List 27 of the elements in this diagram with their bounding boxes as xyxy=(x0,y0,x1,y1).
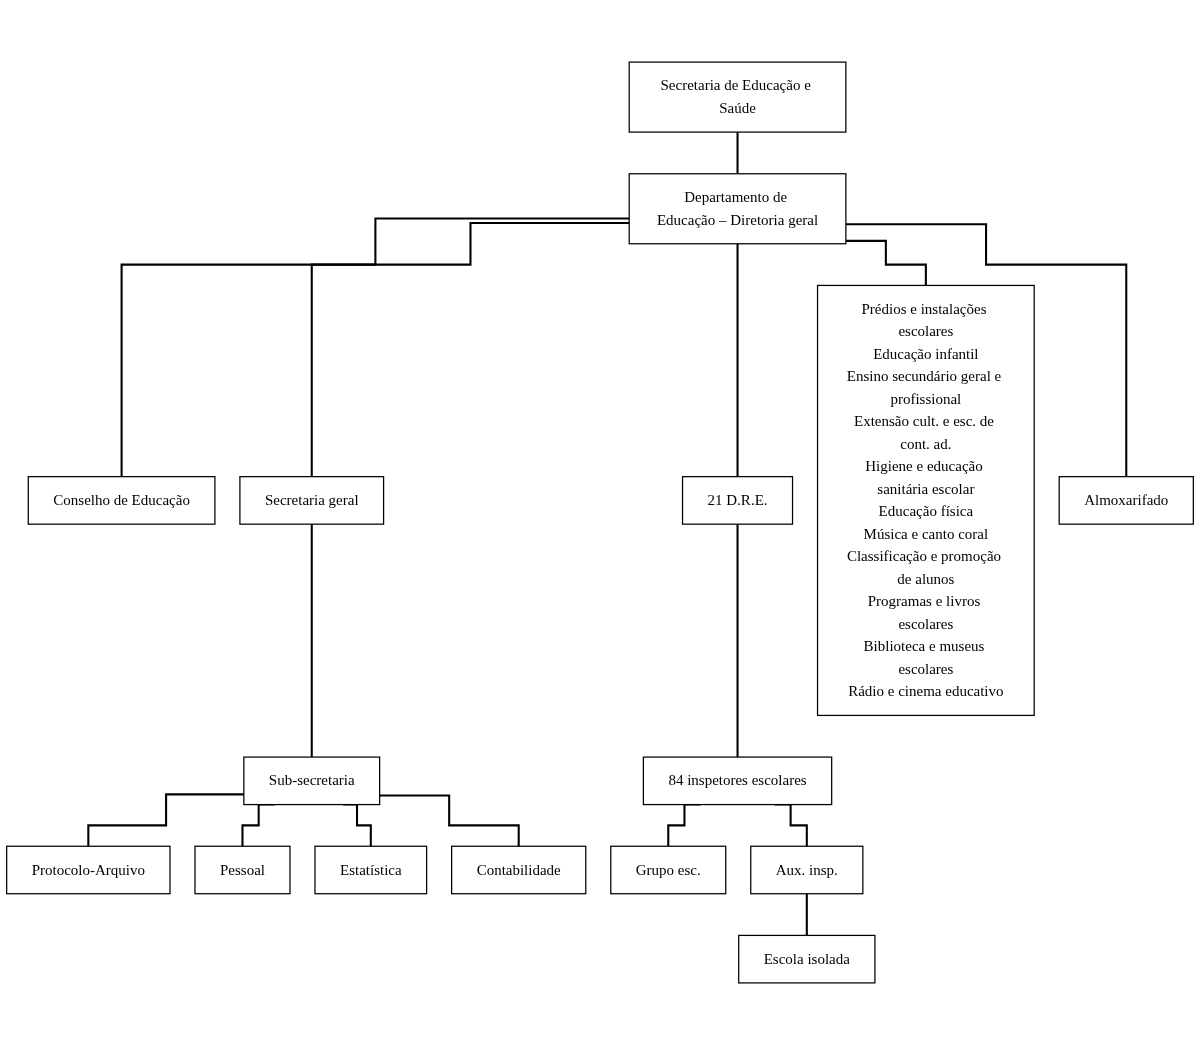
connector xyxy=(845,223,1128,478)
connector xyxy=(310,523,313,759)
connector xyxy=(310,221,630,478)
node-box: Secretaria de Educação e Saúde xyxy=(628,61,847,133)
node-box: Departamento de Educação – Diretoria geral xyxy=(628,173,847,245)
connector xyxy=(379,794,520,848)
connector xyxy=(805,892,808,937)
node-box: Estatística xyxy=(314,845,428,895)
node-box: Conselho de Educação xyxy=(27,476,216,525)
node-box: Grupo esc. xyxy=(610,845,727,895)
connector xyxy=(736,131,739,175)
node-box: 84 inspetores escolares xyxy=(642,756,833,806)
node-box: Sub-secretaria xyxy=(243,756,381,806)
connector xyxy=(87,793,244,848)
node-box: Aux. insp. xyxy=(750,845,864,895)
node-box: Pessoal xyxy=(194,845,291,895)
node-box: 21 D.R.E. xyxy=(681,476,794,525)
node-box: Escola isolada xyxy=(738,934,876,984)
connector xyxy=(736,523,739,759)
node-box: Protocolo-Arquivo xyxy=(6,845,171,895)
node-box: Contabilidade xyxy=(451,845,587,895)
node-box: Prédios e instalações escolares Educação infantil Ensino secundário geral e profissional Extensão cult. e esc. de cont. ad. Higiene e educação sanitária escolar Educação física Música e canto coral Classificação e promoção de alunos Programas e livros escolares Biblioteca e museus escolares Rádio e cinema educativo xyxy=(816,284,1035,717)
connector xyxy=(736,242,739,478)
connector xyxy=(845,239,927,287)
node-box: Almoxarifado xyxy=(1058,476,1194,525)
node-box: Secretaria geral xyxy=(239,476,385,525)
connector xyxy=(120,217,630,478)
